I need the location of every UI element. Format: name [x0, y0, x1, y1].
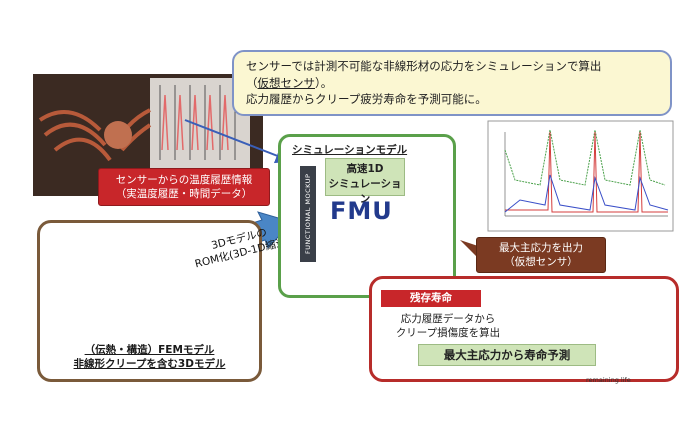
- fmu-title: FMU: [330, 197, 393, 225]
- max-stress-label: 最大主応力を出力 （仮想センサ）: [476, 237, 606, 273]
- fmu-strip: FUNCTIONAL MOCKUP UNIT: [300, 166, 328, 262]
- callout-line-3: 応力履歴からクリープ疲労寿命を予測可能に。: [246, 92, 487, 106]
- remaining-life-tag: 残存寿命: [381, 290, 481, 307]
- sensor-label: センサーからの温度履歴情報 （実温度履歴・時間データ）: [98, 168, 270, 206]
- stress-history-chart: [487, 120, 674, 232]
- lifetime-description: 応力履歴データから クリープ損傷度を算出: [388, 312, 508, 340]
- info-callout: センサーでは計測不可能な非線形材の応力をシミュレーションで算出 （仮想センサ）。…: [232, 50, 672, 116]
- lifetime-line-1: 応力履歴データから: [400, 313, 496, 325]
- sensor-label-line-2: （実温度履歴・時間データ）: [115, 188, 253, 200]
- fem-caption: （伝熱・構造）FEMモデル 非線形クリープを含む3Dモデル: [40, 343, 259, 371]
- simulation-model-title: シミュレーションモデル: [292, 144, 408, 156]
- fem-caption-line-1: （伝熱・構造）FEMモデル: [84, 344, 215, 356]
- callout-line-2-suffix: ）。: [315, 75, 333, 90]
- sim-label-line-1: 高速1D: [346, 163, 384, 175]
- photo-to-model-arrow: [184, 119, 292, 164]
- callout-line-2-prefix: （: [246, 75, 258, 90]
- virtual-sensor-term: 仮想センサ: [257, 75, 316, 90]
- remaining-life-axis-label: remaining life: [586, 376, 631, 384]
- max-stress-line-2: （仮想センサ）: [504, 256, 578, 268]
- fem-caption-line-2: 非線形クリープを含む3Dモデル: [73, 358, 226, 370]
- max-stress-line-1: 最大主応力を出力: [499, 242, 583, 254]
- fem-model-box: （伝熱・構造）FEMモデル 非線形クリープを含む3Dモデル: [37, 220, 262, 382]
- life-prediction-label: 最大主応力から寿命予測: [418, 344, 596, 366]
- max-stress-pointer: [460, 240, 478, 258]
- sim-label-line-2: シミュレーション: [328, 178, 402, 205]
- lifetime-line-2: クリープ損傷度を算出: [395, 327, 501, 339]
- sensor-label-line-1: センサーからの温度履歴情報: [115, 174, 253, 186]
- callout-line-2: （仮想センサ）。: [246, 75, 658, 92]
- fast-1d-simulation-label: 高速1D シミュレーション: [325, 158, 405, 205]
- callout-line-1: センサーでは計測不可能な非線形材の応力をシミュレーションで算出: [246, 59, 602, 73]
